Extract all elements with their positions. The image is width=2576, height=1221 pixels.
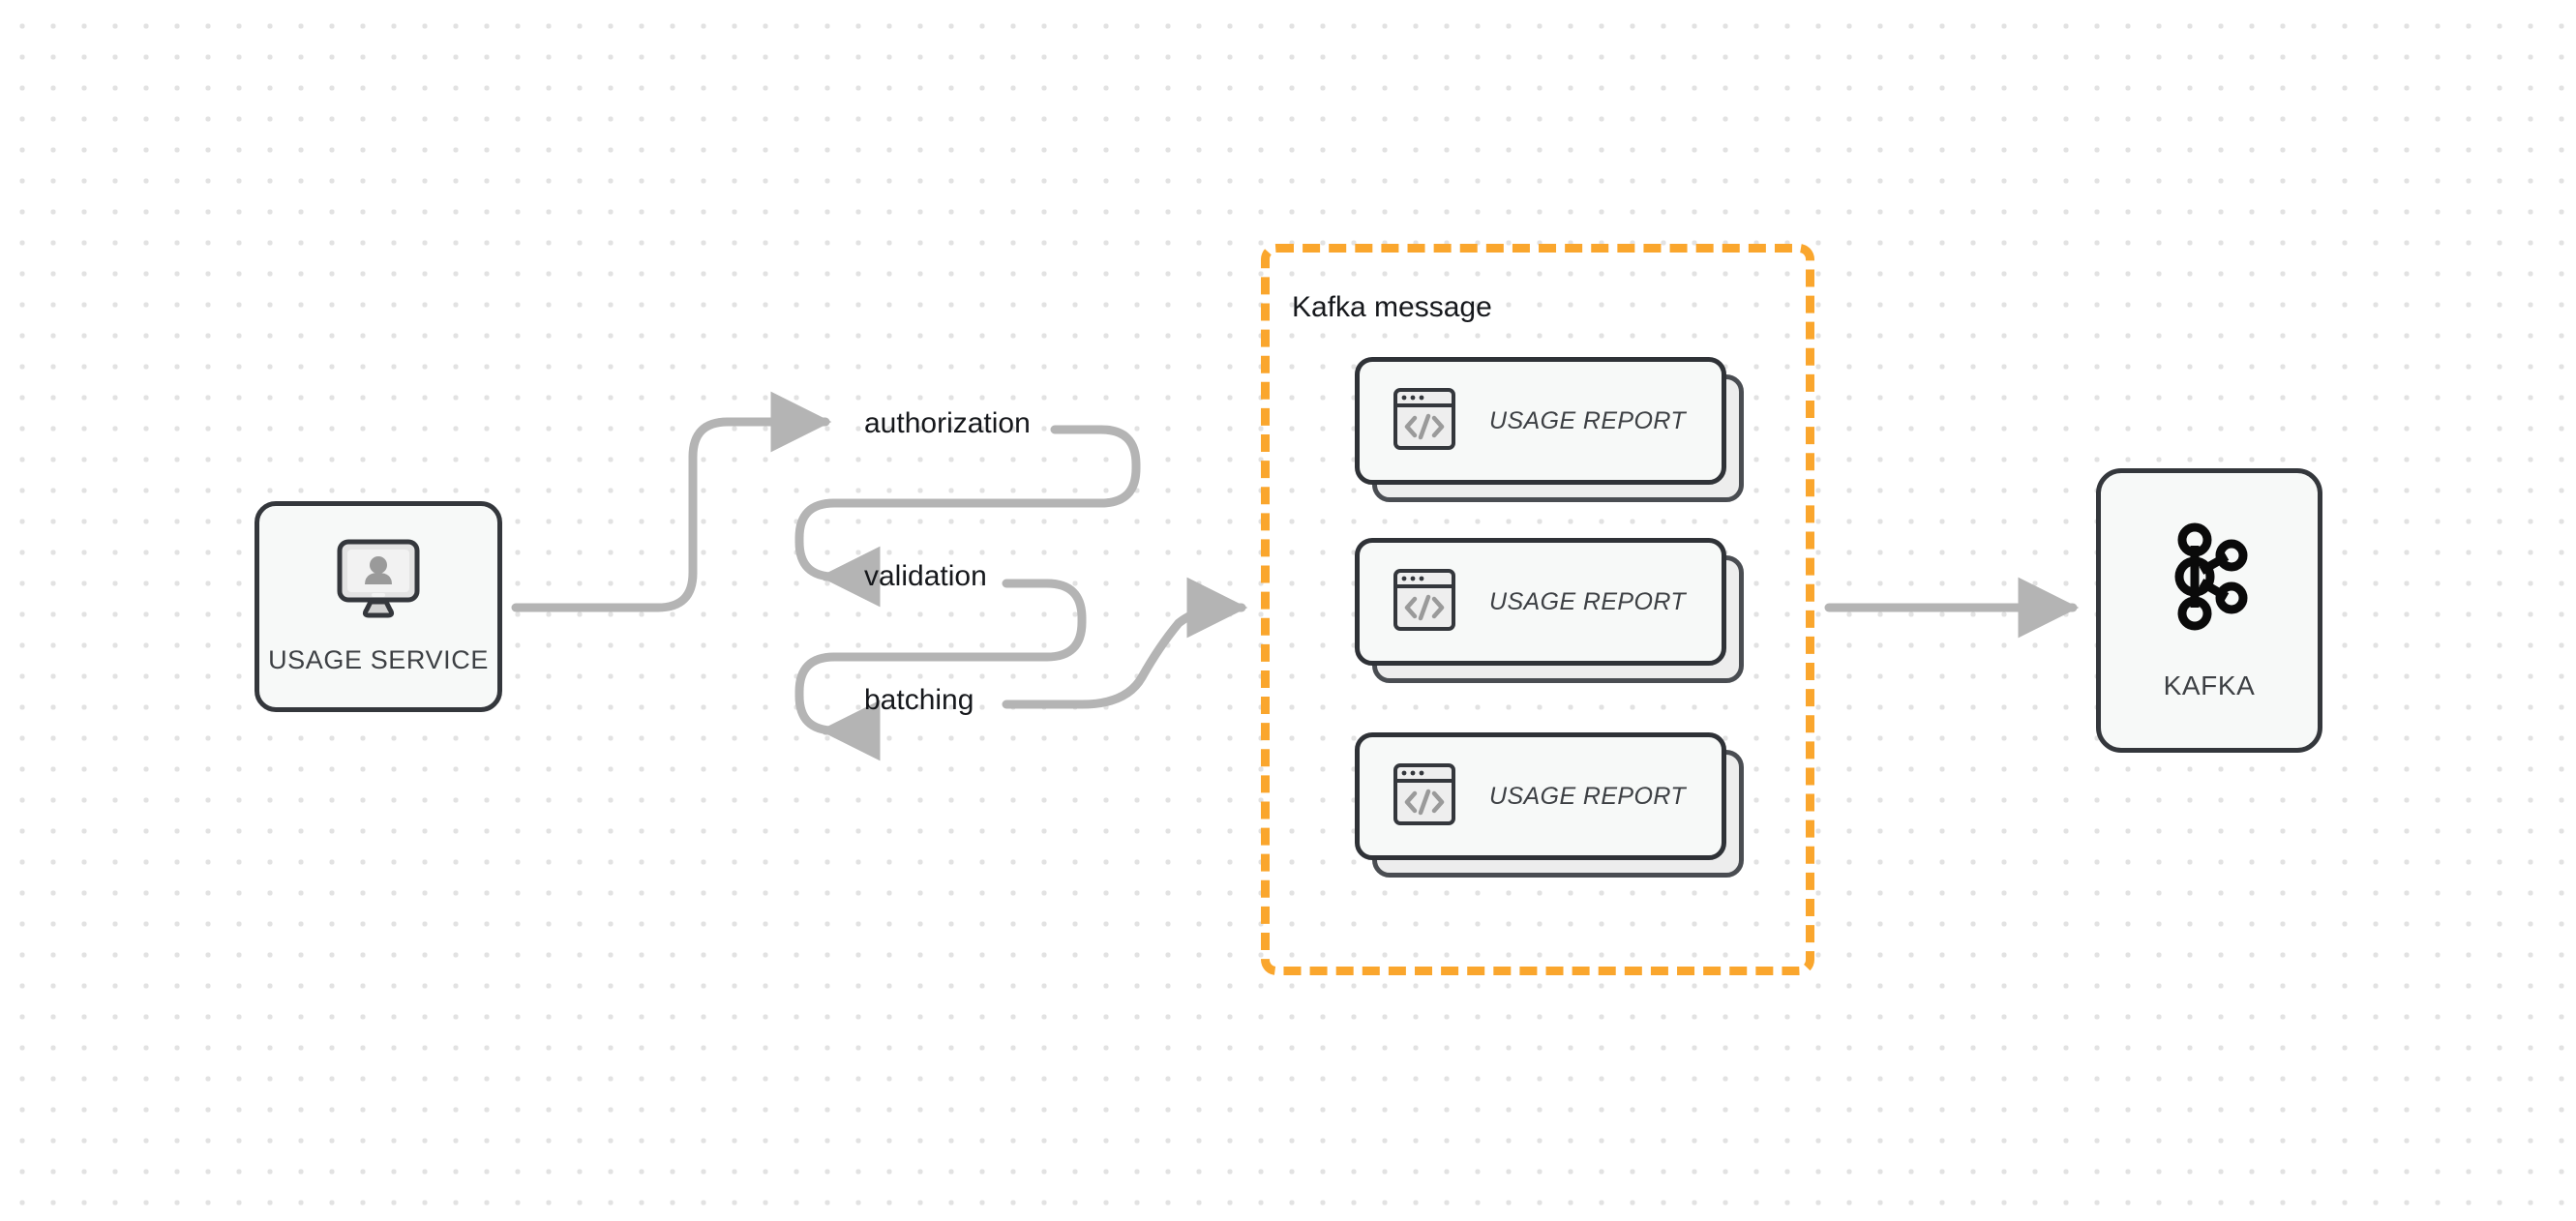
group-kafka-message-title: Kafka message — [1292, 291, 1492, 323]
usage-report-card[interactable]: USAGE REPORT — [1355, 357, 1744, 502]
edge-authorization-to-validation — [794, 425, 1141, 608]
usage-report-card[interactable]: USAGE REPORT — [1355, 538, 1744, 683]
usage-report-card-label: USAGE REPORT — [1489, 782, 1686, 810]
node-usage-service[interactable]: USAGE SERVICE — [255, 501, 502, 712]
code-window-icon — [1393, 762, 1456, 831]
usage-report-card[interactable]: USAGE REPORT — [1355, 732, 1744, 878]
step-label-validation: validation — [864, 560, 987, 592]
usage-report-card-face: USAGE REPORT — [1355, 538, 1726, 666]
node-kafka-label: KAFKA — [2163, 670, 2256, 700]
group-kafka-message — [1261, 244, 1814, 975]
step-label-batching: batching — [864, 684, 974, 716]
node-kafka[interactable]: KAFKA — [2096, 468, 2322, 753]
code-window-icon — [1393, 387, 1456, 456]
kafka-logo-icon — [2163, 521, 2256, 638]
usage-report-card-label: USAGE REPORT — [1489, 406, 1686, 434]
usage-report-card-face: USAGE REPORT — [1355, 732, 1726, 860]
usage-report-card-label: USAGE REPORT — [1489, 587, 1686, 615]
edge-batching-to-kafka-message — [1002, 577, 1248, 709]
usage-report-card-face: USAGE REPORT — [1355, 357, 1726, 485]
monitor-user-icon — [334, 538, 423, 626]
edge-usage-service-to-authorization — [511, 391, 832, 612]
code-window-icon — [1393, 568, 1456, 637]
node-usage-service-label: USAGE SERVICE — [268, 645, 489, 674]
step-label-authorization: authorization — [864, 407, 1031, 439]
